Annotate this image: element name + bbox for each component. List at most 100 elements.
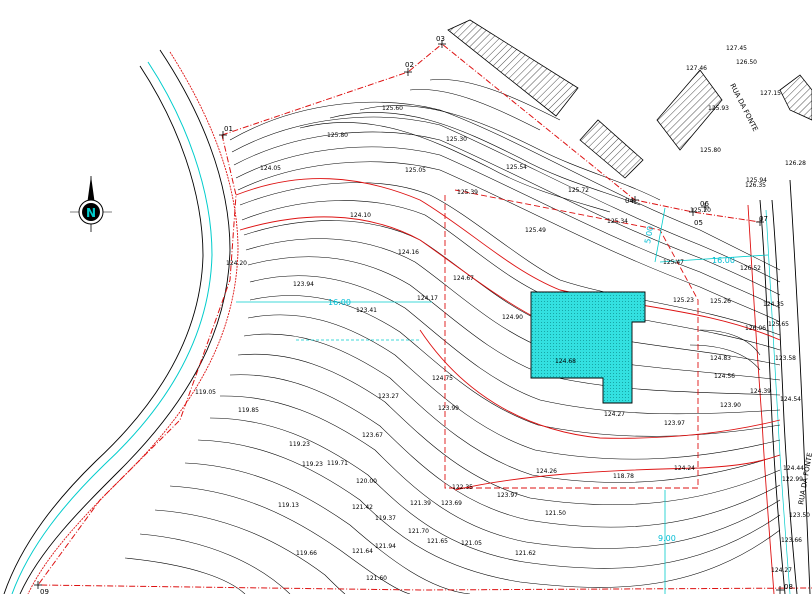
elevation-label: 124.10: [350, 212, 371, 219]
elevation-label: 125.93: [708, 105, 729, 112]
elevation-label: 121.65: [427, 538, 448, 545]
elevation-label: 121.70: [408, 528, 429, 535]
elevation-label: 121.64: [352, 548, 373, 555]
elevation-label: 121.60: [366, 575, 387, 582]
neighbour-buildings: [447, 19, 812, 179]
elevation-label: 125.72: [568, 187, 589, 194]
dimension-lines: [236, 207, 769, 594]
elevation-label: 125.94: [746, 177, 767, 184]
elevation-label: 121.42: [352, 504, 373, 511]
vertex-label: 08: [784, 583, 793, 591]
vertex-label: 07: [759, 215, 768, 223]
building-lot: [444, 189, 699, 489]
elevation-label: 126.06: [745, 325, 766, 332]
elevation-label: 125.80: [700, 147, 721, 154]
elevation-label: 123.94: [293, 281, 314, 288]
road-edge-red: [27, 51, 239, 594]
elevation-label: 125.39: [457, 189, 478, 196]
elevation-label: 124.26: [536, 468, 557, 475]
road-line-red: [747, 204, 775, 594]
vertex-marker: [438, 40, 446, 48]
elevation-label: 123.97: [664, 420, 685, 427]
elevation-label: 123.41: [356, 307, 377, 314]
survey-vertices: [34, 40, 784, 594]
spot-elevations: 125.60 125.80 125.30 125.05 125.54 125.7…: [195, 45, 810, 582]
elevation-label: 123.90: [720, 402, 741, 409]
elevation-label: 118.78: [613, 473, 634, 480]
elevation-label: 124.75: [432, 375, 453, 382]
dimension-line: [659, 254, 769, 263]
elevation-label: 123.27: [378, 393, 399, 400]
elevation-label: 124.27: [771, 567, 792, 574]
elevation-label: 124.54: [780, 396, 801, 403]
elevation-label: 125.20: [690, 207, 711, 214]
vertex-marker: [34, 581, 42, 589]
dimension-label: 16.00: [328, 298, 351, 307]
elevation-label: 124.83: [710, 355, 731, 362]
road-median-cyan: [11, 61, 213, 594]
contour-lines-major: [235, 178, 781, 491]
elevation-label: 124.27: [604, 411, 625, 418]
elevation-label: 125.60: [382, 105, 403, 112]
elevation-label: 119.71: [327, 460, 348, 467]
vertex-label: 01: [224, 125, 233, 133]
elevation-label: 124.56: [714, 373, 735, 380]
elevation-label: 125.26: [710, 298, 731, 305]
elevation-label: 123.69: [441, 500, 462, 507]
vertex-label: 09: [40, 588, 49, 594]
elevation-label: 119.23: [302, 461, 323, 468]
vertex-label: 03: [436, 35, 445, 43]
contour-lines: [124, 79, 781, 594]
street-label: RUA DA FONTE: [728, 82, 759, 133]
elevation-label: 124.67: [453, 275, 474, 282]
property-boundary: [37, 43, 812, 591]
elevation-label: 124.17: [417, 295, 438, 302]
elevation-label: 124.90: [502, 314, 523, 321]
elevation-label: 119.37: [375, 515, 396, 522]
road-line: [759, 199, 786, 594]
dimension-label: 5.00: [643, 225, 655, 244]
elevation-label: 124.24: [674, 465, 695, 472]
vertex-marker: [756, 218, 764, 226]
elevation-label: 123.67: [362, 432, 383, 439]
road-line: [771, 199, 798, 594]
elevation-label: 124.39: [750, 388, 771, 395]
elevation-label: 126.50: [736, 59, 757, 66]
elevation-label: 125.65: [768, 321, 789, 328]
elevation-label: 123.50: [789, 512, 810, 519]
north-arrow: N: [70, 176, 112, 232]
elevation-label: 124.35: [763, 301, 784, 308]
elevation-label: 122.99: [782, 476, 803, 483]
vertex-marker: [701, 203, 709, 211]
elevation-label: 119.05: [195, 389, 216, 396]
road-edge-outer: [19, 49, 231, 594]
vertex-marker: [404, 68, 412, 76]
right-road: [747, 179, 811, 594]
elevation-label: 121.39: [410, 500, 431, 507]
vertex-labels: 01 02 03 04 05 06 07 08 09: [40, 35, 793, 594]
elevation-label: 127.46: [686, 65, 707, 72]
elevation-label: 121.94: [375, 543, 396, 550]
elevation-label: 124.20: [226, 260, 247, 267]
elevation-label: 123.66: [781, 537, 802, 544]
left-road: [3, 49, 239, 594]
vertex-label: 04: [625, 197, 634, 205]
elevation-label: 124.16: [398, 249, 419, 256]
vertex-marker: [631, 196, 639, 204]
elevation-label: 123.97: [497, 492, 518, 499]
elevation-label: 127.15: [760, 90, 781, 97]
elevation-label: 119.23: [289, 441, 310, 448]
elevation-label: 123.99: [438, 405, 459, 412]
dimension-line: [654, 207, 666, 263]
elevation-label: 119.13: [278, 502, 299, 509]
elevation-label: 121.62: [515, 550, 536, 557]
road-edge-inner: [3, 65, 204, 594]
elevation-label: 124.44: [783, 465, 804, 472]
vertex-label: 02: [405, 61, 414, 69]
vertex-marker: [689, 208, 697, 216]
elevation-label: 120.00: [356, 478, 377, 485]
road-line: [789, 179, 811, 594]
dimension-label: 9.00: [658, 534, 676, 543]
vertex-label: 06: [700, 200, 709, 208]
